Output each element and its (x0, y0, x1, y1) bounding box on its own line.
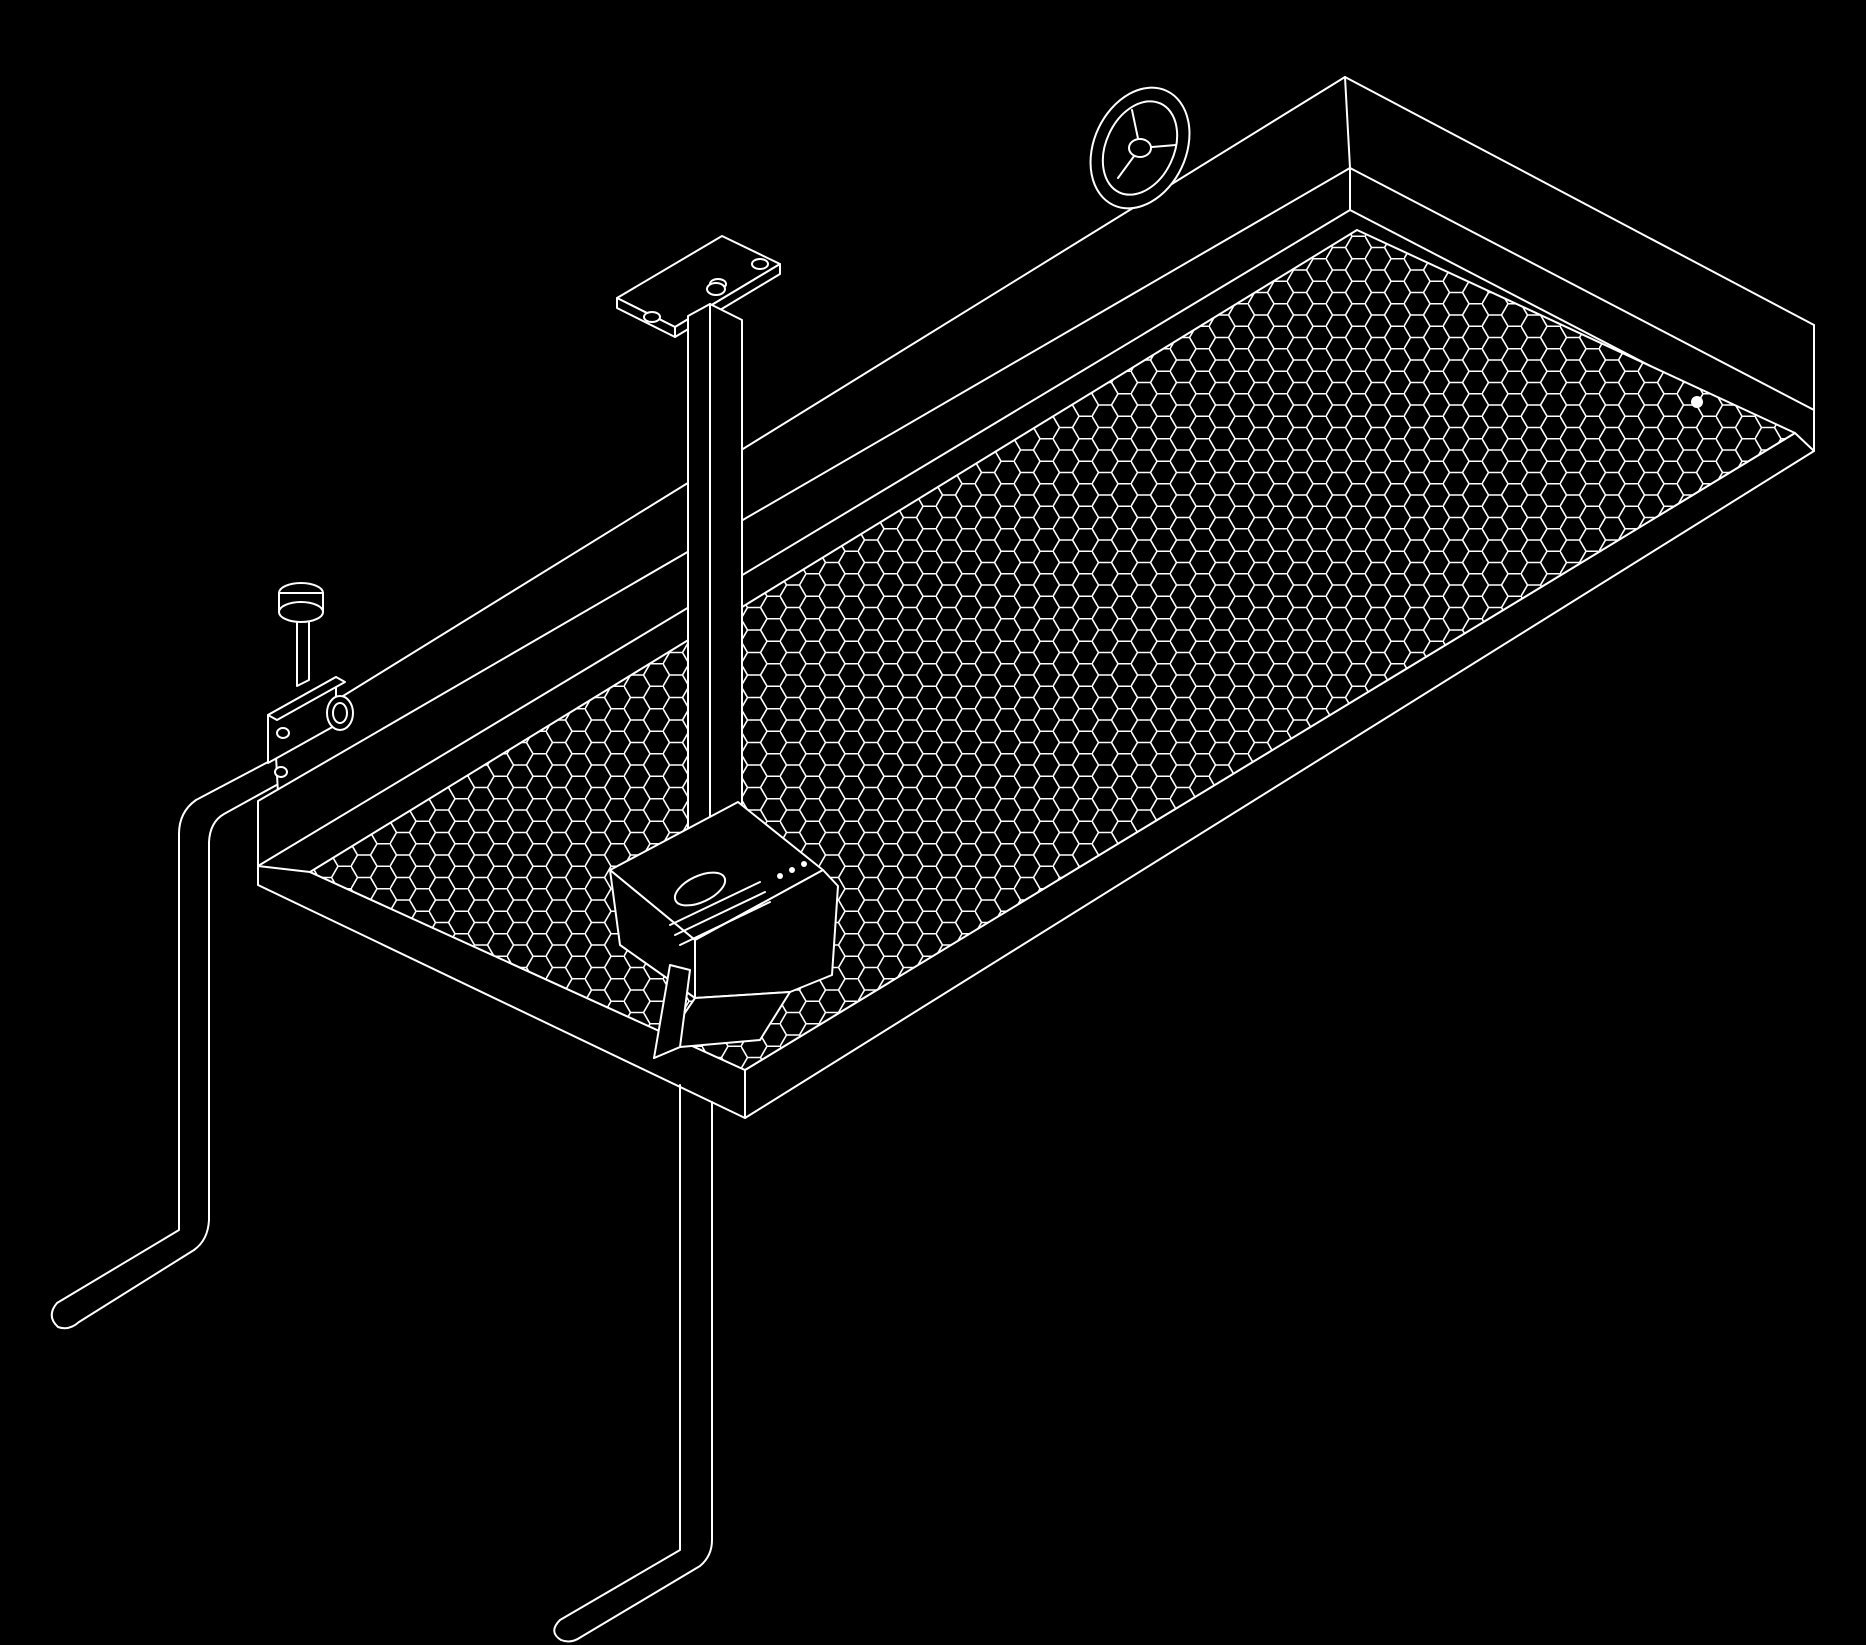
corner-screw-icon (1691, 396, 1703, 408)
handwheel-icon (1089, 86, 1191, 210)
crank-handle-left (50, 761, 283, 1330)
table-frame (257, 167, 1815, 1119)
crank-handle-front (553, 1084, 713, 1643)
adjustment-knob (267, 582, 354, 778)
scanner-head (609, 801, 839, 1059)
vertical-column (687, 282, 743, 845)
